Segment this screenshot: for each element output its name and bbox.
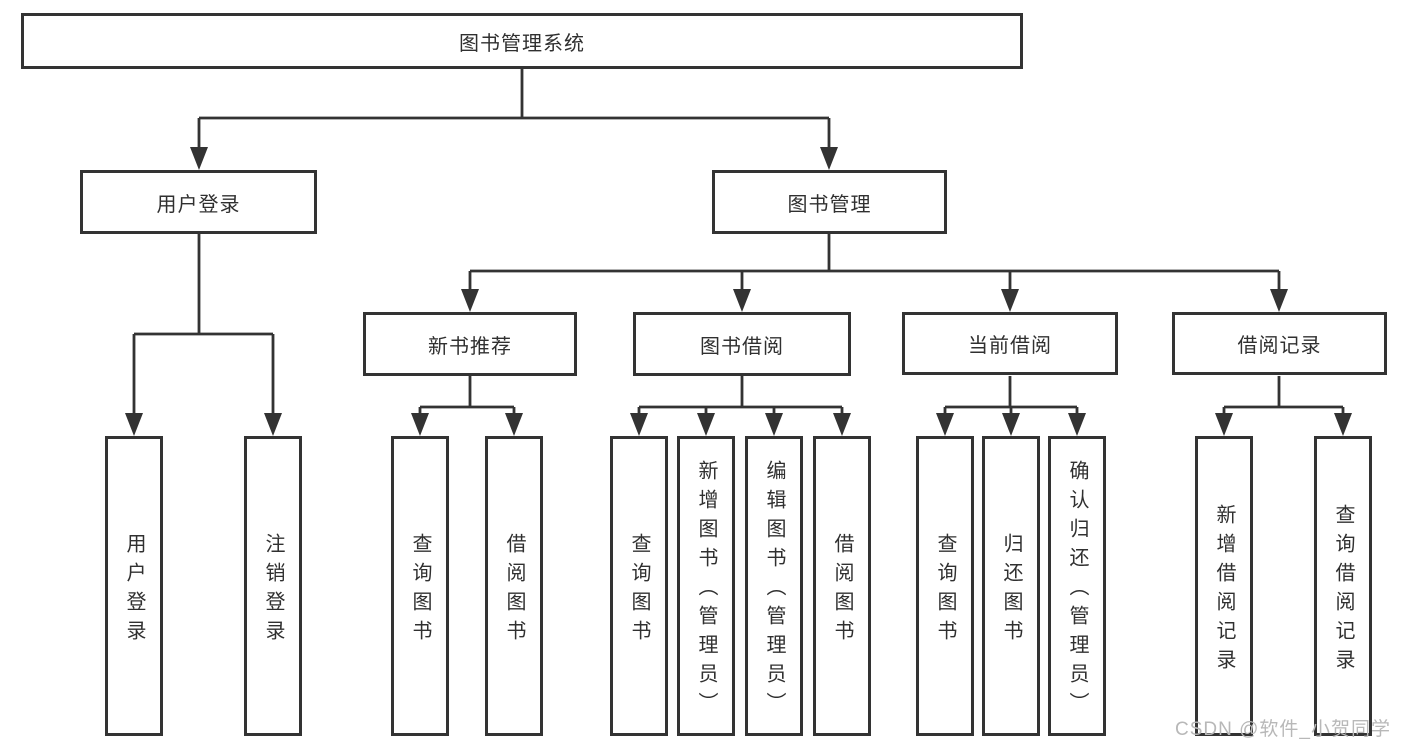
csdn-watermark: CSDN @软件_小贺同学 xyxy=(1175,719,1391,740)
leaf-confirm-return-admin-label: 确认归还（管理员） xyxy=(1066,460,1088,721)
node-book-management-label: 图书管理 xyxy=(787,193,872,216)
tree-edges xyxy=(132,69,1345,417)
leaf-query-books-current: 查询图书 xyxy=(916,436,974,736)
leaf-borrow-books-label: 借阅图书 xyxy=(831,532,853,649)
node-book-management: 图书管理 xyxy=(712,170,947,234)
leaf-add-books-admin: 新增图书（管理员） xyxy=(677,436,735,736)
node-book-borrowing-label: 图书借阅 xyxy=(700,335,784,358)
node-book-borrowing: 图书借阅 xyxy=(633,312,851,376)
leaf-logout-label: 注销登录 xyxy=(262,532,284,649)
leaf-borrow-books: 借阅图书 xyxy=(813,436,871,736)
leaf-return-books-label: 归还图书 xyxy=(1000,532,1022,649)
leaf-query-books-current-label: 查询图书 xyxy=(934,532,956,649)
leaf-query-books-recommend: 查询图书 xyxy=(391,436,449,736)
node-borrowing-records-label: 借阅记录 xyxy=(1237,335,1322,357)
node-new-book-recommendation-label: 新书推荐 xyxy=(428,335,512,358)
node-root-label: 图书管理系统 xyxy=(459,32,585,55)
leaf-borrow-books-recommend-label: 借阅图书 xyxy=(503,532,525,649)
leaf-add-books-admin-label: 新增图书（管理员） xyxy=(695,460,717,721)
leaf-return-books: 归还图书 xyxy=(982,436,1040,736)
node-current-borrowing: 当前借阅 xyxy=(902,312,1118,375)
leaf-borrow-books-recommend: 借阅图书 xyxy=(485,436,543,736)
leaf-add-borrow-record-label: 新增借阅记录 xyxy=(1213,503,1235,678)
arrowheads xyxy=(125,147,1352,436)
leaf-user-login: 用户登录 xyxy=(105,436,163,736)
leaf-user-login-label: 用户登录 xyxy=(123,532,145,649)
leaf-query-borrow-record-label: 查询借阅记录 xyxy=(1332,503,1354,678)
leaf-confirm-return-admin: 确认归还（管理员） xyxy=(1048,436,1106,736)
node-new-book-recommendation: 新书推荐 xyxy=(363,312,577,376)
node-current-borrowing-label: 当前借阅 xyxy=(968,335,1052,357)
leaf-query-books-borrow-label: 查询图书 xyxy=(628,532,650,649)
node-user-login-label: 用户登录 xyxy=(156,193,241,216)
node-borrowing-records: 借阅记录 xyxy=(1172,312,1387,375)
leaf-query-books-borrow: 查询图书 xyxy=(610,436,668,736)
leaf-query-books-recommend-label: 查询图书 xyxy=(409,532,431,649)
leaf-edit-books-admin-label: 编辑图书（管理员） xyxy=(763,460,785,721)
leaf-edit-books-admin: 编辑图书（管理员） xyxy=(745,436,803,736)
node-root: 图书管理系统 xyxy=(21,13,1023,69)
node-user-login: 用户登录 xyxy=(80,170,317,234)
leaf-query-borrow-record: 查询借阅记录 xyxy=(1314,436,1372,736)
leaf-add-borrow-record: 新增借阅记录 xyxy=(1195,436,1253,736)
leaf-logout: 注销登录 xyxy=(244,436,302,736)
